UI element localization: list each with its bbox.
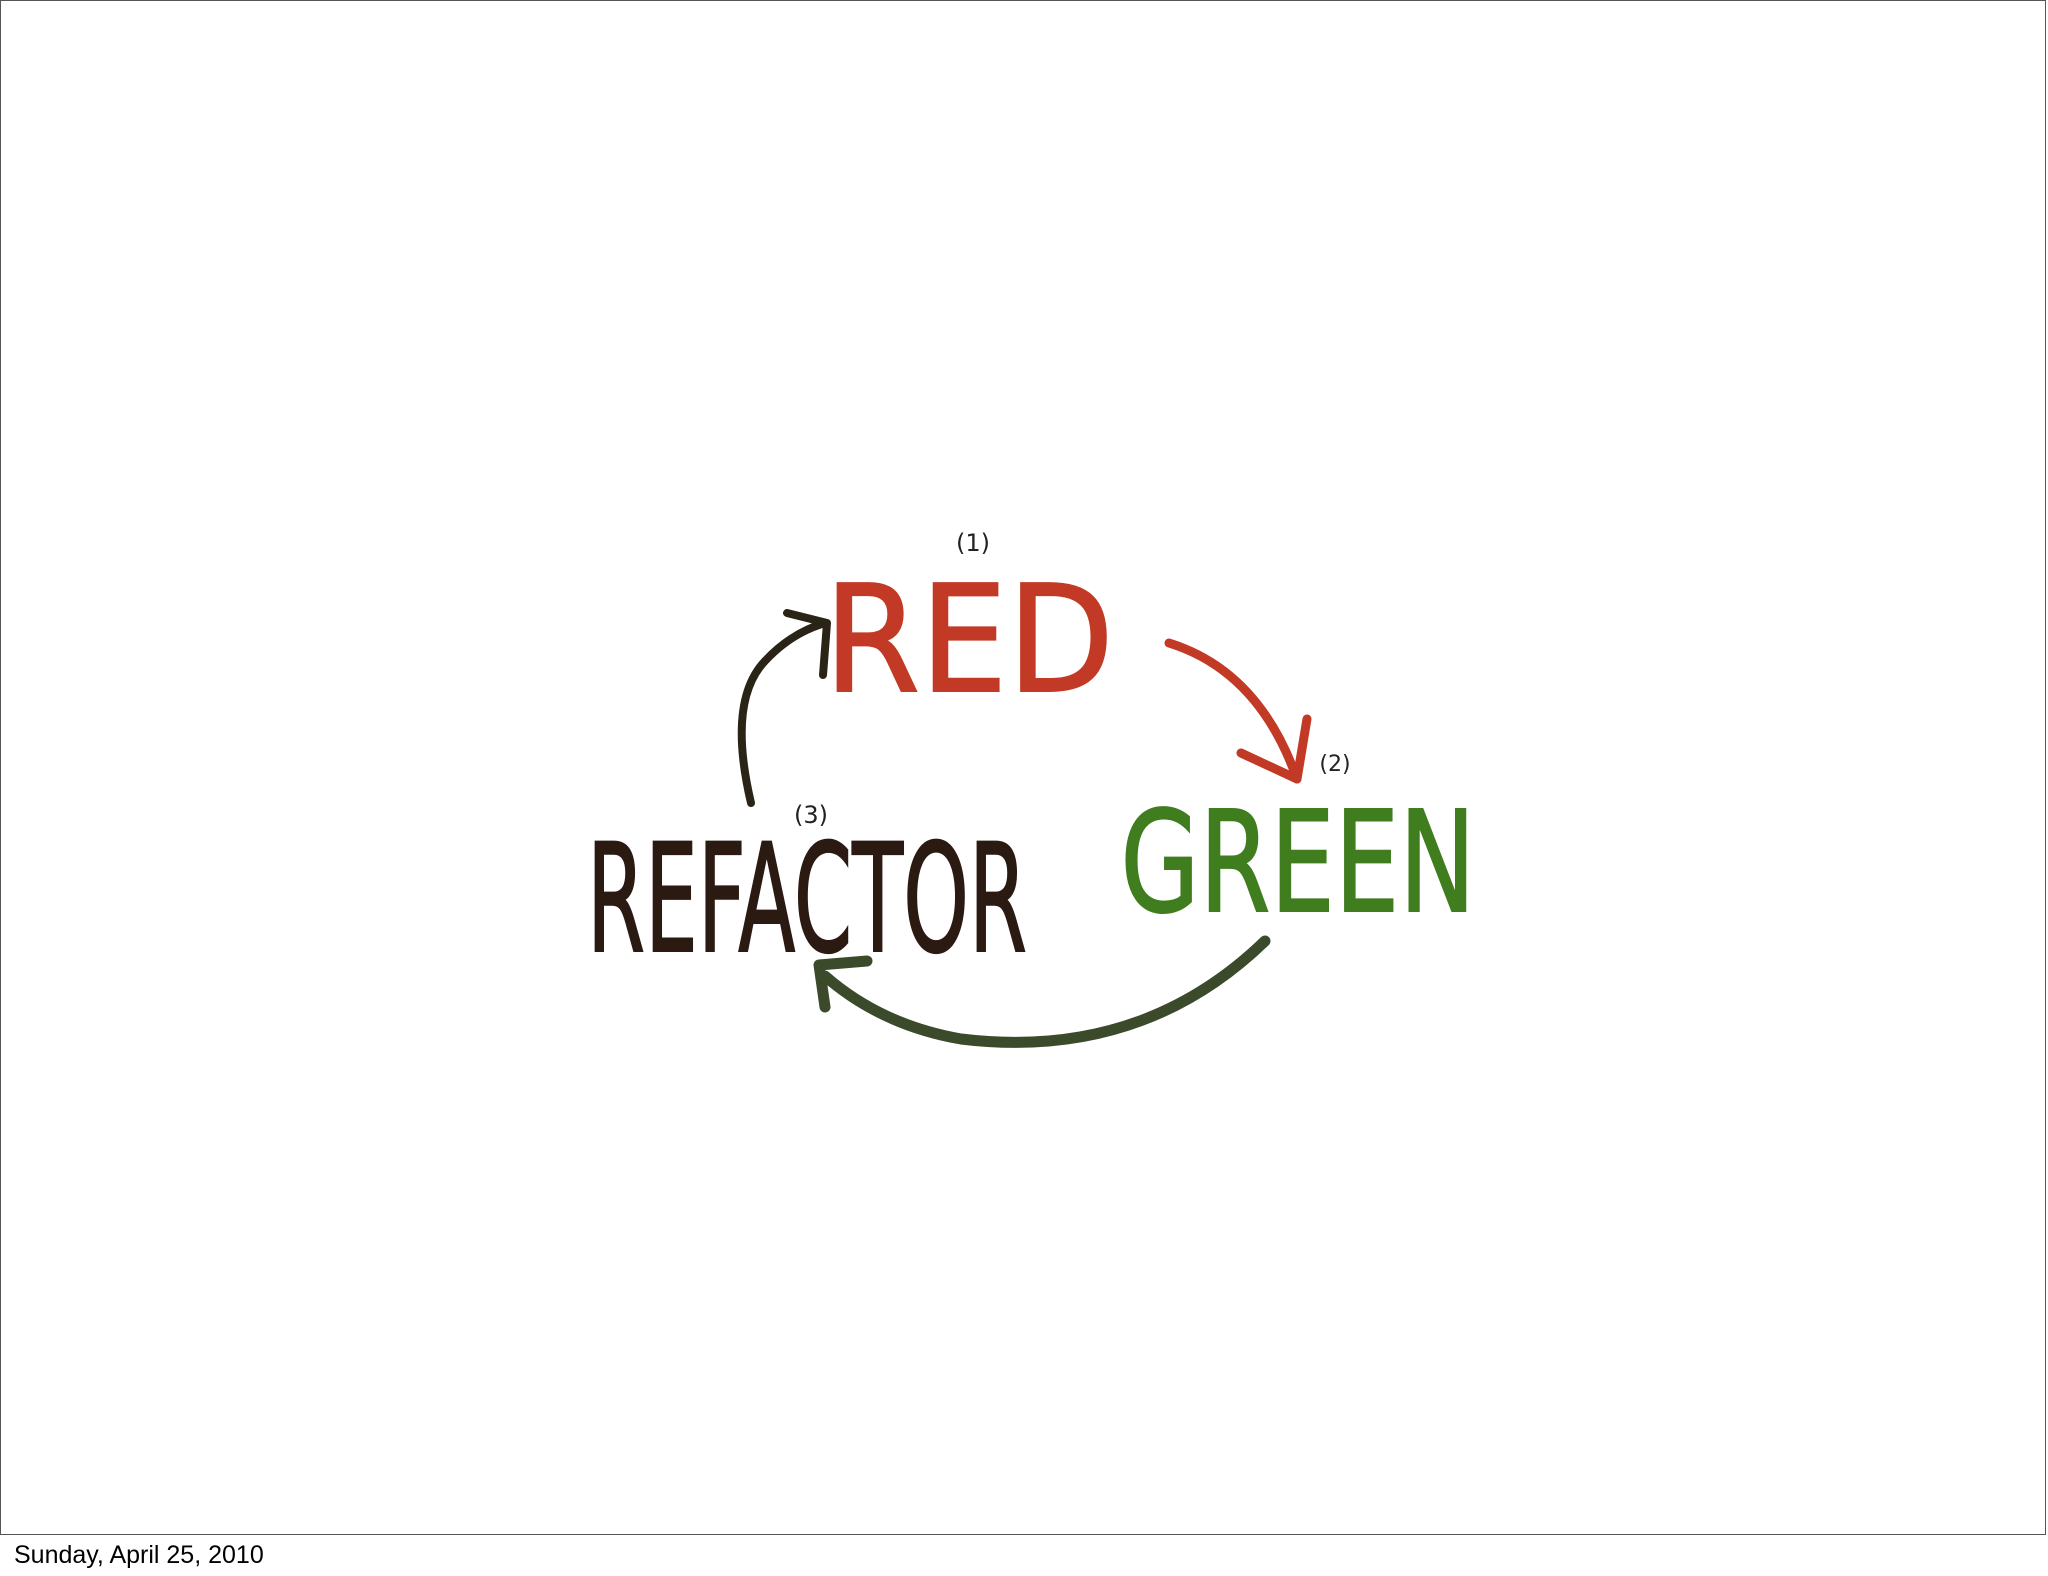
node-refactor-step: (3) — [794, 801, 828, 829]
edge-red-to-green — [1164, 638, 1312, 784]
edge-refactor-to-red-line — [737, 619, 829, 807]
edge-green-to-refactor — [813, 935, 1271, 1048]
edge-green-to-refactor-line — [819, 935, 1271, 1048]
node-red-step: (1) — [956, 529, 990, 557]
tdd-cycle-diagram: (1) RED (2) GREEN (3) REFACTOR — [586, 529, 1477, 1048]
node-red-label: RED — [824, 554, 1114, 726]
node-green: (2) GREEN — [1120, 752, 1477, 946]
slide-canvas: (1) RED (2) GREEN (3) REFACTOR — [0, 0, 2046, 1535]
edge-red-to-green-line — [1164, 638, 1302, 784]
node-green-label: GREEN — [1121, 782, 1476, 945]
node-refactor-label: REFACTOR — [587, 813, 1027, 987]
footer-date: Sunday, April 25, 2010 — [14, 1541, 264, 1569]
edge-red-to-green-arrowhead — [1236, 714, 1312, 784]
edge-refactor-to-red-arrowhead — [783, 609, 831, 679]
node-green-step: (2) — [1319, 752, 1350, 777]
node-refactor: (3) REFACTOR — [586, 801, 1028, 988]
edge-refactor-to-red — [737, 609, 831, 807]
node-red: (1) RED — [823, 529, 1115, 727]
edge-green-to-refactor-arrowhead — [813, 955, 873, 1013]
